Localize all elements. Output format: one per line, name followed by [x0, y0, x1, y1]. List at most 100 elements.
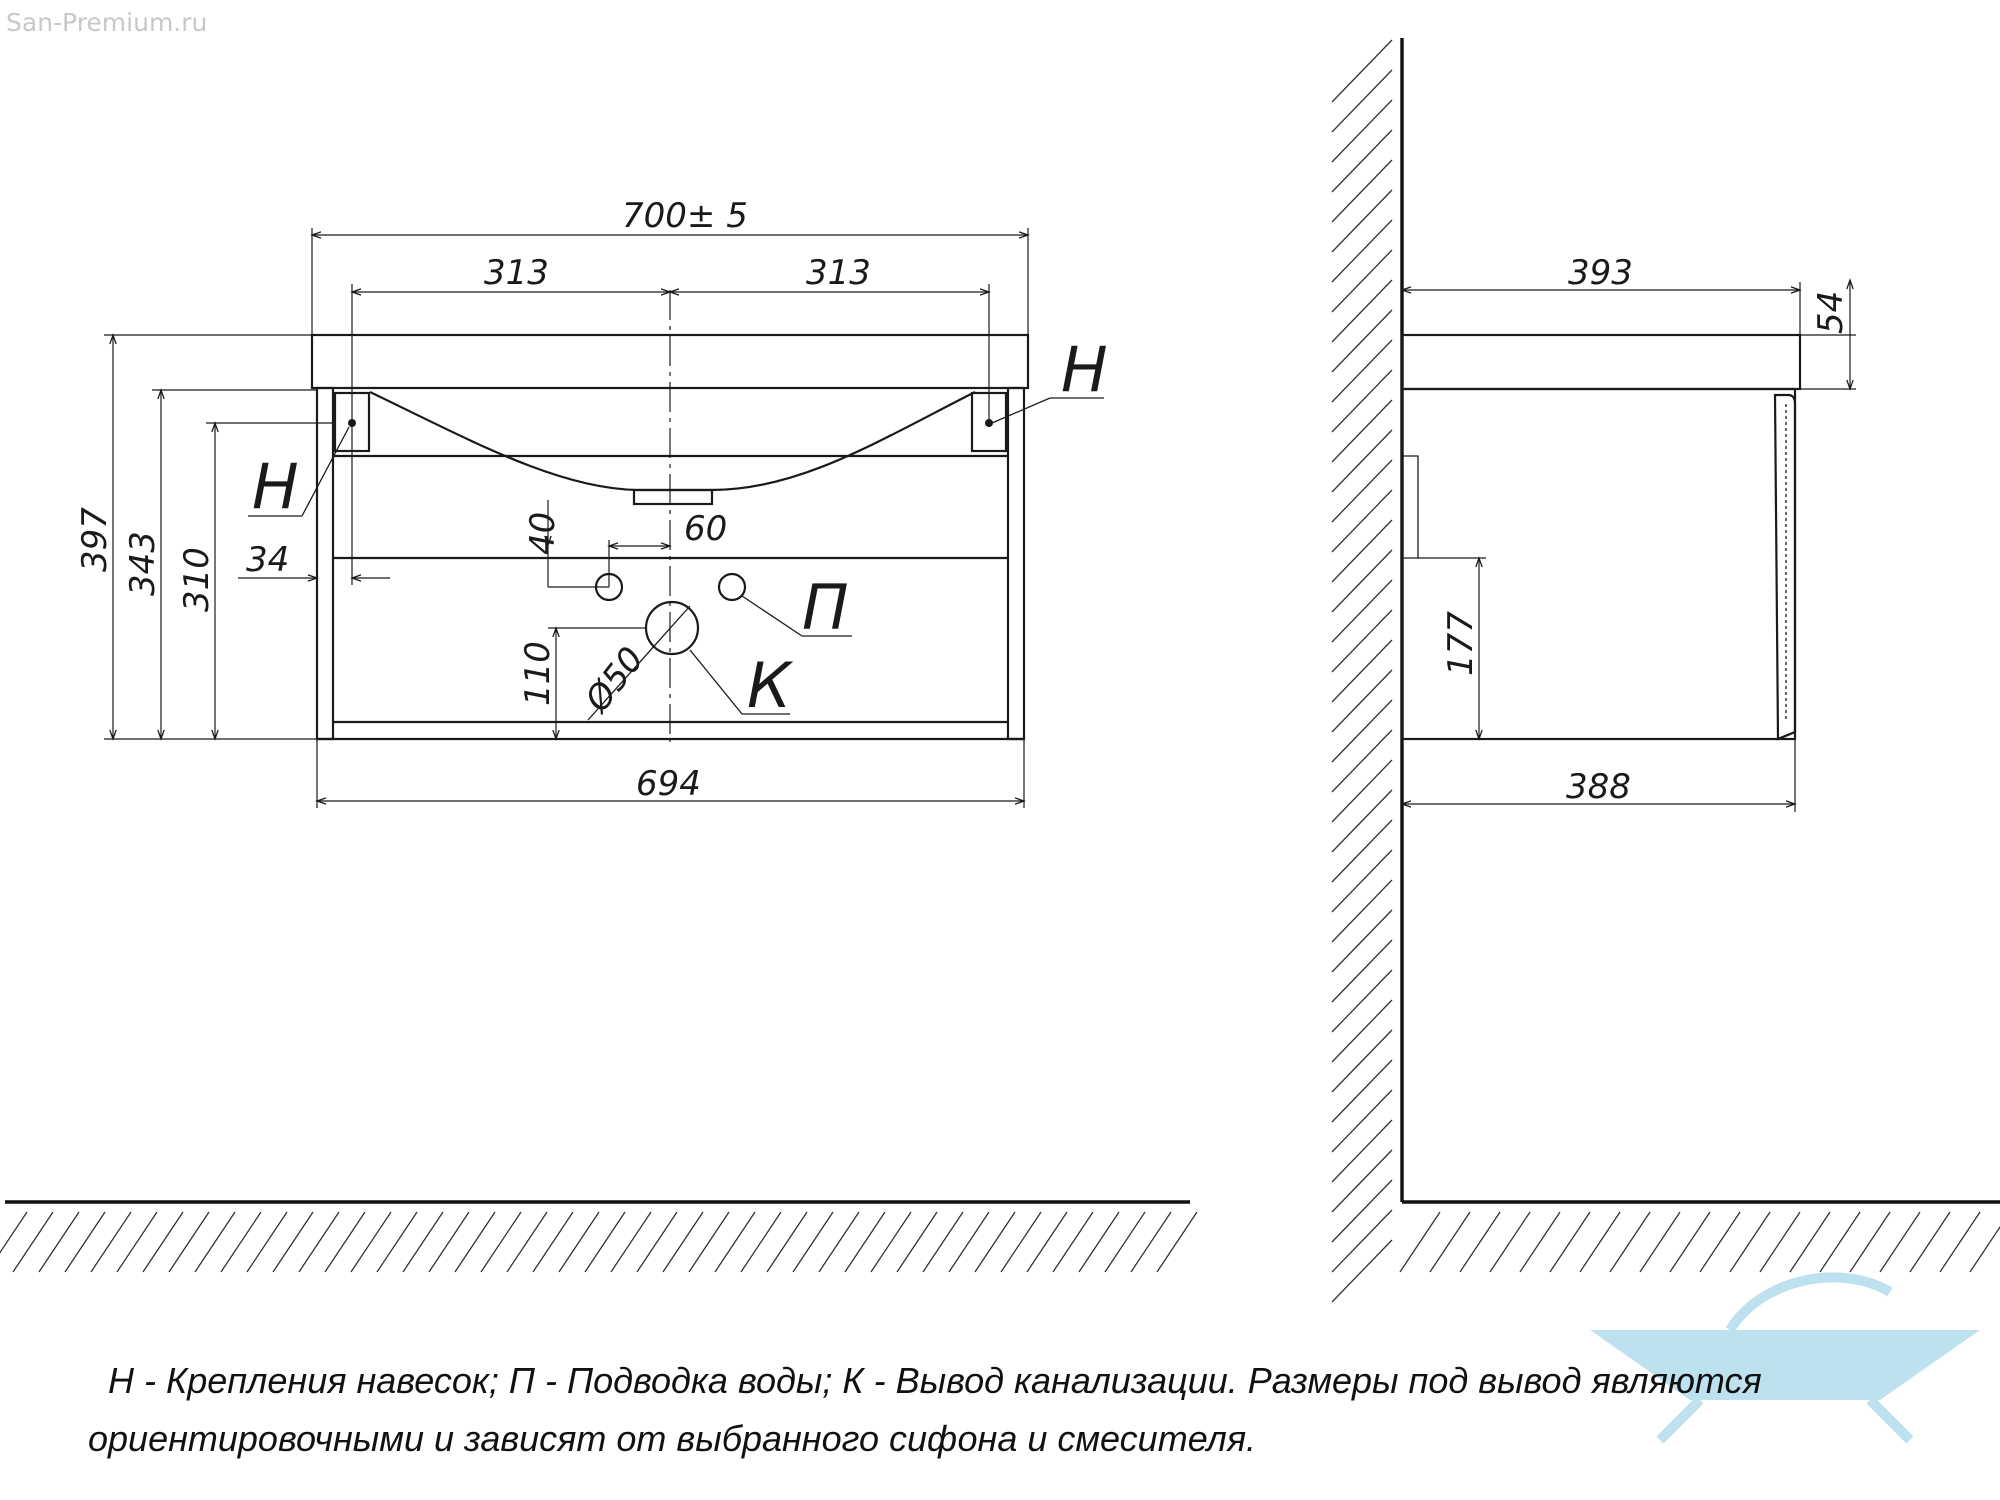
- wall-hatch-line: [1331, 669, 1393, 733]
- floor-hatch-line: [12, 1211, 54, 1273]
- floor-hatch-line: [1130, 1211, 1172, 1273]
- dim-height-body: 343: [123, 531, 163, 596]
- wall-hatch-line: [1331, 819, 1393, 883]
- wall-hatch-line: [1331, 129, 1393, 193]
- wall-hatch-line: [1331, 939, 1393, 1003]
- dim-body-width: 694: [636, 764, 701, 804]
- floor-hatch-line: [1579, 1211, 1621, 1273]
- cabinet-side: [1400, 387, 1797, 741]
- floor-hatch-line: [116, 1211, 158, 1273]
- dim-half-right: 313: [806, 253, 871, 293]
- wall-hatch-line: [1331, 969, 1393, 1033]
- wall-hatch-line: [1331, 549, 1393, 613]
- dim-offset-side: 34: [246, 540, 289, 580]
- floor-hatch-line: [1549, 1211, 1591, 1273]
- dim-drain-height: 110: [518, 641, 558, 706]
- floor-hatch-line: [428, 1211, 470, 1273]
- floor-hatch-line: [350, 1211, 392, 1273]
- dim-height-total: 397: [75, 507, 115, 572]
- side-panel-left: [315, 386, 335, 741]
- floor-hatch-line: [1789, 1211, 1831, 1273]
- floor-hatch-line: [1000, 1211, 1042, 1273]
- floor-hatch-line: [974, 1211, 1016, 1273]
- floor-hatch-line: [246, 1211, 288, 1273]
- wall-hatch-line: [1331, 909, 1393, 973]
- floor-hatch-line: [766, 1211, 808, 1273]
- floor-hatch-line: [1639, 1211, 1681, 1273]
- wall-hatch-line: [1331, 699, 1393, 763]
- floor-hatch-line: [0, 1211, 28, 1254]
- wall-hatch-line: [1331, 609, 1393, 673]
- wall-hatch-line: [1331, 1059, 1393, 1123]
- floor-hatch-line: [454, 1211, 496, 1273]
- floor-hatch-line: [1969, 1225, 2000, 1273]
- wall-hatch-line: [1331, 879, 1393, 943]
- mount-bracket-side: [1402, 455, 1419, 559]
- wall-hatch-line: [1331, 849, 1393, 913]
- label-mount-right: Н: [1061, 333, 1108, 406]
- dim-drain-offset-top: 40: [523, 512, 563, 555]
- floor-hatch-line: [1519, 1211, 1561, 1273]
- side-view: 393 54 177 388: [1331, 38, 2000, 1303]
- floor-hatch-line: [948, 1211, 990, 1273]
- floor-hatch-line: [662, 1211, 704, 1273]
- water-inlet-right: [717, 572, 747, 602]
- wall-hatch-line: [1331, 1209, 1393, 1273]
- wall-hatch-line: [1331, 249, 1393, 313]
- label-mount-left: Н: [252, 450, 299, 523]
- floor-hatch-line: [1609, 1211, 1651, 1273]
- dim-water-spacing: 60: [684, 509, 727, 549]
- floor-hatch-line: [922, 1211, 964, 1273]
- wall-hatch-line: [1331, 1029, 1393, 1093]
- wall-hatch-line: [1331, 519, 1393, 583]
- wall-hatch-line: [1331, 1119, 1393, 1183]
- floor-hatch-line: [844, 1211, 886, 1273]
- wall-hatch-line: [1331, 309, 1393, 373]
- floor-hatch-line: [584, 1211, 626, 1273]
- dim-top-depth: 393: [1568, 253, 1633, 293]
- wall-hatch-line: [1331, 1179, 1393, 1243]
- floor-hatch-line: [220, 1211, 262, 1273]
- floor-hatch-line: [402, 1211, 444, 1273]
- floor-hatch-line: [1759, 1211, 1801, 1273]
- side-panel-right: [1006, 386, 1026, 741]
- wall-hatch-line: [1331, 369, 1393, 433]
- wall-hatch-line: [1331, 339, 1393, 403]
- floor-hatch-line: [194, 1211, 236, 1273]
- countertop-side: [1400, 333, 1802, 391]
- floor-front: [0, 1200, 1198, 1273]
- floor-hatch-line: [636, 1211, 678, 1273]
- floor-hatch-line: [532, 1211, 574, 1273]
- dim-overall-width: 700± 5: [622, 196, 748, 236]
- wall-hatch-line: [1331, 1239, 1393, 1303]
- floor-hatch-line: [1399, 1211, 1441, 1273]
- dim-half-left: 313: [484, 253, 549, 293]
- floor-hatch-line: [38, 1211, 80, 1273]
- wall-hatch-line: [1331, 39, 1393, 103]
- floor-hatch-line: [298, 1211, 340, 1273]
- floor-hatch-line: [1104, 1211, 1146, 1273]
- floor-hatch-line: [1939, 1211, 1981, 1273]
- floor-hatch-line: [480, 1211, 522, 1273]
- watermark-text: San-Premium.ru: [6, 8, 208, 37]
- floor-hatch-line: [688, 1211, 730, 1273]
- wall-hatch-line: [1331, 399, 1393, 463]
- floor-hatch-line: [1052, 1211, 1094, 1273]
- wall-hatch-line: [1331, 69, 1393, 133]
- wall-hatch-line: [1331, 1149, 1393, 1213]
- floor-hatch-line: [870, 1211, 912, 1273]
- label-drain: К: [747, 649, 794, 722]
- floor-hatch-line: [1459, 1211, 1501, 1273]
- floor-hatch-line: [1669, 1211, 1711, 1273]
- floor-hatch-line: [272, 1211, 314, 1273]
- floor-hatch-line: [142, 1211, 184, 1273]
- floor-hatch-line: [1879, 1211, 1921, 1273]
- floor-hatch-line: [1819, 1211, 1861, 1273]
- wall-hatch-line: [1331, 579, 1393, 643]
- basin-curve: [369, 391, 976, 492]
- wall-hatch-line: [1331, 189, 1393, 253]
- dim-drain-diameter: Ø50: [576, 640, 652, 721]
- wall-hatch-line: [1331, 639, 1393, 703]
- floor-hatch-line: [506, 1211, 548, 1273]
